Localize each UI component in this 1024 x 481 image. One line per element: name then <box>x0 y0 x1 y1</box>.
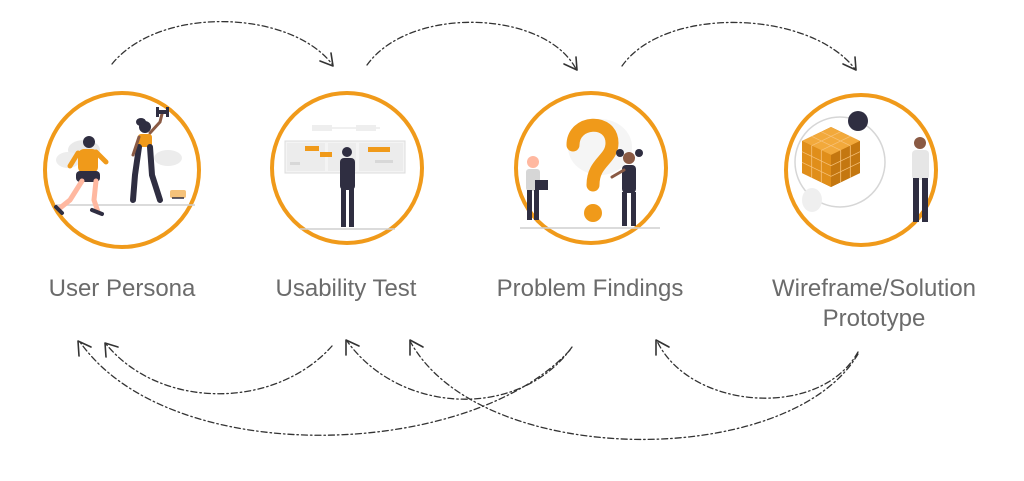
arrow-persona-to-test <box>111 21 333 65</box>
standing-man-icon <box>912 137 929 222</box>
bottom-arrows <box>77 339 859 441</box>
question-mark-icon <box>566 118 619 222</box>
arrow-findings-to-wireframe <box>621 21 856 70</box>
arrowhead <box>77 340 92 357</box>
arrowhead <box>842 56 857 71</box>
step-user-persona-illustration <box>43 91 201 249</box>
step-label-user-persona: User Persona <box>48 275 196 302</box>
arrow-findings-to-test <box>346 340 573 400</box>
arrow-test-to-findings <box>366 21 577 70</box>
step-problem-findings-illustration <box>514 91 668 245</box>
step-label-wireframe-line2: Prototype <box>822 305 926 332</box>
planet-icon <box>848 111 868 131</box>
step-label-problem-findings: Problem Findings <box>496 275 684 302</box>
arrowhead <box>345 339 360 356</box>
arrowhead <box>319 52 334 67</box>
arrow-wireframe-to-test <box>409 340 859 441</box>
step-label-wireframe-line1: Wireframe/Solution <box>771 275 977 302</box>
dumbbell-woman-icon <box>130 107 169 203</box>
person-at-board-icon <box>284 125 406 230</box>
step-label-usability-test: Usability Test <box>275 275 417 302</box>
arrowhead <box>563 56 578 71</box>
arrow-wireframe-to-findings <box>656 340 859 399</box>
step-wireframe-illustration <box>784 93 938 247</box>
arrow-test-to-persona <box>105 343 333 395</box>
arrowhead <box>104 342 119 358</box>
cube-icon <box>801 127 861 187</box>
arrowhead <box>409 339 424 356</box>
runner-icon <box>54 136 109 216</box>
top-arrows <box>111 21 857 71</box>
step-usability-test-illustration <box>270 91 424 245</box>
arrow-findings-to-persona <box>79 341 571 436</box>
arrowhead <box>655 339 670 356</box>
